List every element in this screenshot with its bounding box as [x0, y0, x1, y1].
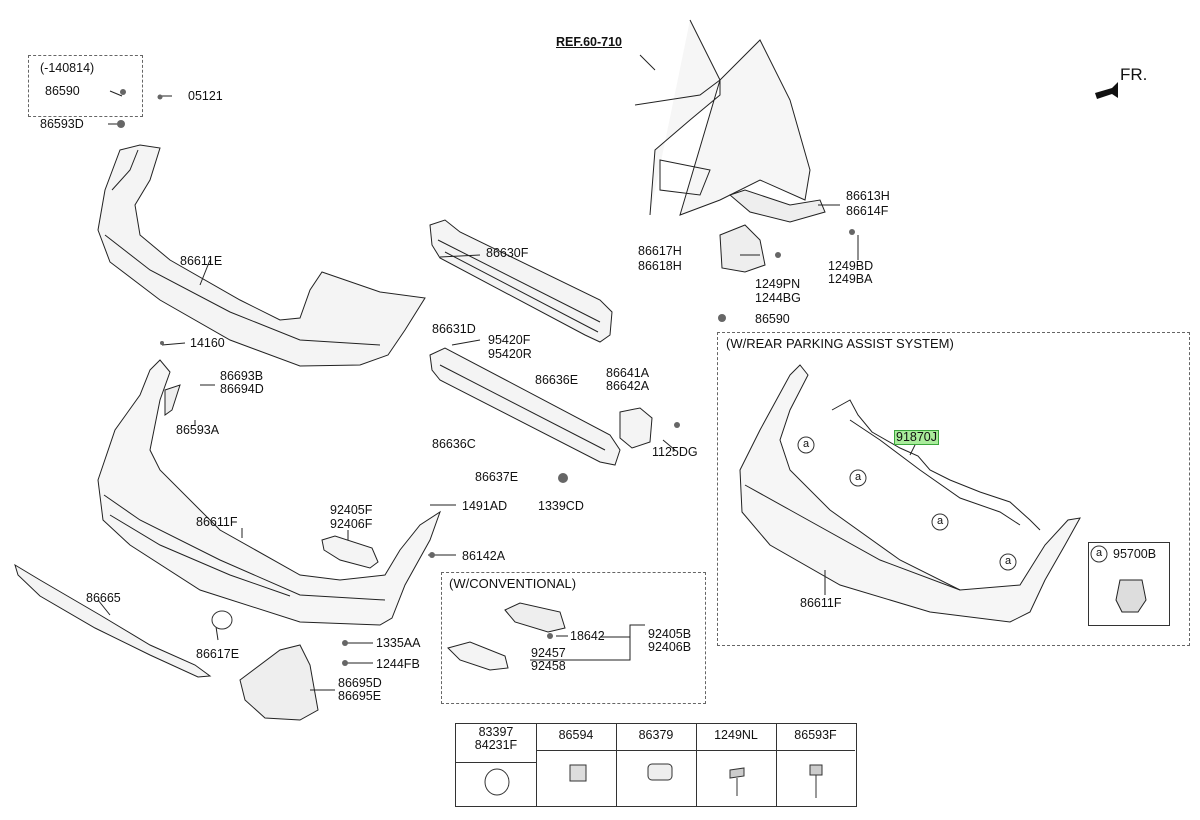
table-cell-86593F[interactable]: 86593F: [776, 724, 855, 806]
callout-a-text-1: a: [803, 438, 810, 450]
part-86618H[interactable]: 86618H: [638, 259, 682, 273]
part-05121[interactable]: 05121: [188, 89, 223, 103]
bumper-cover-lower: [97, 359, 441, 626]
parking-assist-title: (W/REAR PARKING ASSIST SYSTEM): [726, 336, 954, 351]
part-14160[interactable]: 14160: [190, 336, 225, 350]
part-95420F[interactable]: 95420F: [488, 333, 531, 347]
callout-a-text-legend: a: [1096, 547, 1103, 559]
table-cell-1249NL[interactable]: 1249NL: [696, 724, 777, 806]
conventional-title: (W/CONVENTIONAL): [449, 576, 577, 591]
table-cell-86594[interactable]: 86594: [536, 724, 617, 806]
table-header-86594: 86594: [536, 724, 616, 751]
part-86611E[interactable]: 86611E: [180, 254, 223, 268]
energy-absorber: [429, 347, 621, 466]
front-label: FR.: [1120, 65, 1148, 84]
part-1249BA[interactable]: 1249BA: [828, 272, 873, 286]
part-86630F[interactable]: 86630F: [486, 246, 529, 260]
callout-a-text-4: a: [1005, 555, 1012, 567]
part-95700B[interactable]: 95700B: [1113, 547, 1157, 561]
part-92405F[interactable]: 92405F: [330, 503, 373, 517]
part-92457[interactable]: 92457: [531, 646, 566, 660]
date-code-label: (-140814): [40, 61, 95, 75]
date-code-box: [28, 55, 143, 117]
part-86693B[interactable]: 86693B: [220, 369, 264, 383]
part-92406F[interactable]: 92406F: [330, 517, 373, 531]
fender-outline: [649, 19, 811, 216]
callout-a-text-3: a: [937, 515, 944, 527]
part-92406B[interactable]: 92406B: [648, 640, 692, 654]
part-1249BD[interactable]: 1249BD: [828, 259, 874, 273]
part-18642[interactable]: 18642: [570, 629, 605, 643]
table-header-1249NL: 1249NL: [696, 724, 776, 751]
part-86636C[interactable]: 86636C: [432, 437, 476, 451]
part-86631D[interactable]: 86631D: [432, 322, 476, 336]
part-86590-right[interactable]: 86590: [755, 312, 790, 326]
part-1244BG[interactable]: 1244BG: [755, 291, 801, 305]
part-1249PN[interactable]: 1249PN: [755, 277, 801, 291]
callout-a-text-2: a: [855, 471, 862, 483]
part-86637E[interactable]: 86637E: [475, 470, 519, 484]
small-parts-table: 83397 84231F 86594 86379 1249NL 86593F: [455, 723, 857, 807]
part-86593D[interactable]: 86593D: [40, 117, 84, 131]
part-86617H[interactable]: 86617H: [638, 244, 682, 258]
callout-a-2: [849, 469, 867, 487]
front-arrow-icon: [1095, 82, 1118, 99]
part-86641A[interactable]: 86641A: [606, 366, 650, 380]
part-86142A[interactable]: 86142A: [462, 549, 506, 563]
table-header-86379: 86379: [616, 724, 696, 751]
part-86694D[interactable]: 86694D: [220, 382, 264, 396]
callout-a-legend: [1090, 545, 1108, 563]
part-86614F[interactable]: 86614F: [846, 204, 889, 218]
part-1335AA[interactable]: 1335AA: [376, 636, 421, 650]
part-86665[interactable]: 86665: [86, 591, 121, 605]
callout-a-3: [931, 513, 949, 531]
part-1491AD[interactable]: 1491AD: [462, 499, 508, 513]
part-92458[interactable]: 92458: [531, 659, 566, 673]
part-86695D[interactable]: 86695D: [338, 676, 382, 690]
callout-a-4: [999, 553, 1017, 571]
part-91870J-highlighted[interactable]: 91870J: [893, 430, 940, 445]
part-86590-top[interactable]: 86590: [45, 84, 80, 98]
part-86611F-left[interactable]: 86611F: [196, 515, 238, 529]
bumper-cover-upper: [97, 144, 426, 367]
parking-bumper: [739, 364, 1081, 623]
conventional-box: [441, 572, 706, 704]
table-header-83397: 83397: [478, 725, 514, 739]
part-1339CD[interactable]: 1339CD: [538, 499, 584, 513]
part-1244FB[interactable]: 1244FB: [376, 657, 420, 671]
ref-label: REF.60-710: [556, 35, 623, 49]
part-86613H[interactable]: 86613H: [846, 189, 890, 203]
table-cell-83397[interactable]: 83397 84231F: [456, 724, 537, 806]
impact-beam: [429, 219, 613, 343]
part-86695E[interactable]: 86695E: [338, 689, 382, 703]
part-86642A[interactable]: 86642A: [606, 379, 650, 393]
callout-a-1: [797, 436, 815, 454]
part-86593A[interactable]: 86593A: [176, 423, 220, 437]
part-86617E[interactable]: 86617E: [196, 647, 240, 661]
part-92405B[interactable]: 92405B: [648, 627, 692, 641]
part-86611F-right[interactable]: 86611F: [800, 596, 842, 610]
parking-assist-box: [717, 332, 1190, 646]
table-header-84231F: 84231F: [474, 738, 518, 752]
part-95420R[interactable]: 95420R: [488, 347, 532, 361]
table-cell-86379[interactable]: 86379: [616, 724, 697, 806]
sensor-legend-box: [1088, 542, 1170, 626]
table-header-86593F: 86593F: [776, 724, 855, 751]
part-1125DG[interactable]: 1125DG: [652, 445, 698, 459]
part-86636E[interactable]: 86636E: [535, 373, 579, 387]
